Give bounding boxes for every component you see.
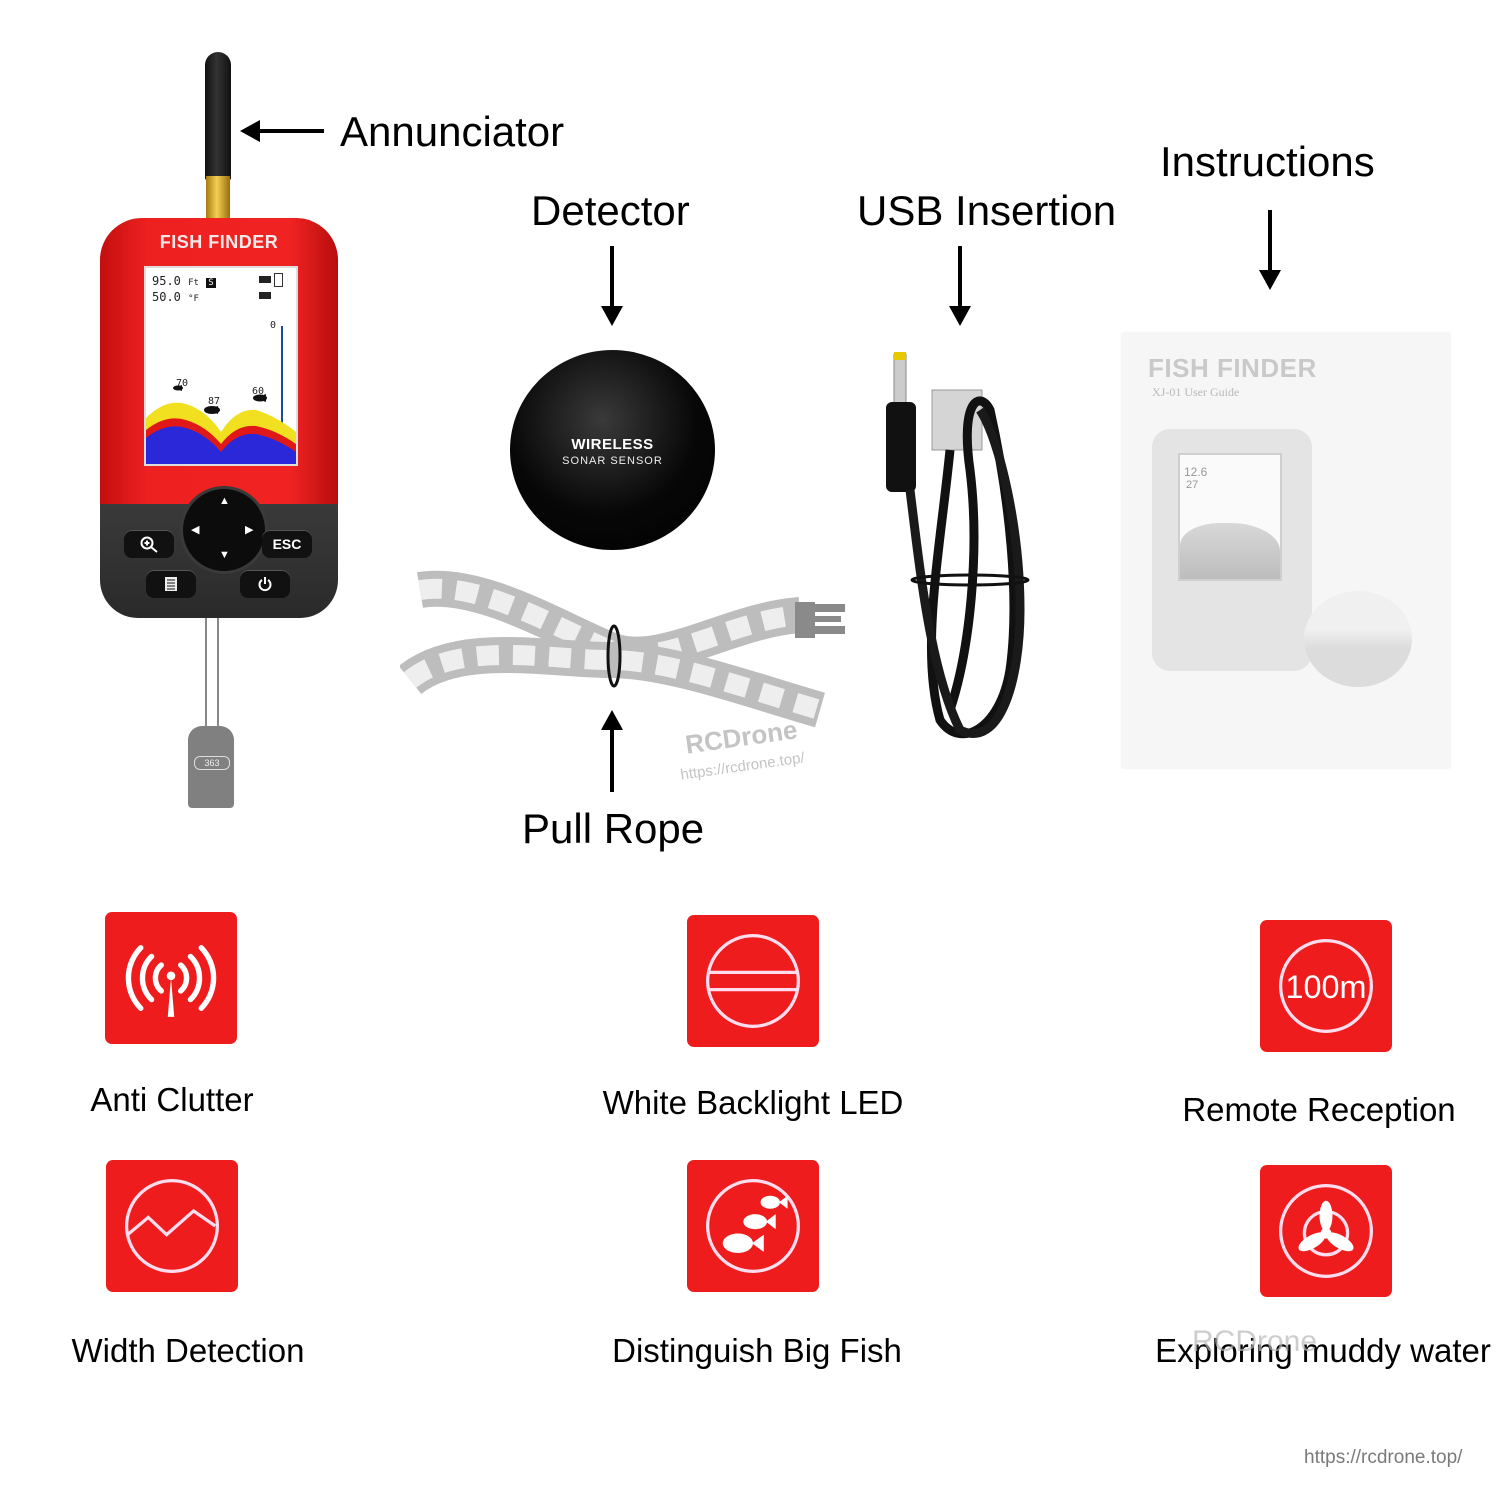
feature-tile-anti-clutter <box>105 912 237 1044</box>
range-text: 100m <box>1285 969 1366 1005</box>
depth-unit: Ft <box>188 278 199 288</box>
usb-insertion-label: USB Insertion <box>857 187 1117 234</box>
tag-logo: 363 <box>194 756 230 770</box>
antenna <box>205 52 231 180</box>
device-screen: 95.0 Ft S 50.0 °F 0 70 87 60 <box>144 266 298 466</box>
user-manual: FISH FINDER XJ-01 User Guide 12.6 27 <box>1122 333 1450 768</box>
watermark-brand-bottom: RCDrone <box>1192 1325 1318 1358</box>
terrain-icon <box>125 1179 219 1273</box>
depth-scale <box>281 326 283 462</box>
depth-scale-top: 0 <box>270 320 277 331</box>
manual-sensor-image <box>1304 591 1412 687</box>
manual-subtitle: XJ-01 User Guide <box>1152 385 1240 399</box>
menu-button[interactable] <box>146 570 196 598</box>
pull-rope-label: Pull Rope <box>522 805 705 852</box>
lanyard-cord <box>205 618 219 728</box>
antenna-connector <box>206 176 230 218</box>
feature-tile-width-detection <box>106 1160 238 1292</box>
sensor-text-sonar: SONAR SENSOR <box>562 455 663 467</box>
instructions-arrow <box>1259 210 1281 290</box>
device-title: FISH FINDER <box>159 232 279 252</box>
lanyard-tag: 363 <box>188 726 234 808</box>
range-100m-icon: 100m <box>1279 939 1373 1033</box>
signal-icon <box>274 273 283 287</box>
fish-finder-device: FISH FINDER 95.0 Ft S 50.0 °F 0 70 87 60 <box>100 218 338 618</box>
feature-label-muddy-water: Exploring muddy water <box>1155 1332 1491 1369</box>
fish-school-icon <box>706 1179 800 1273</box>
fish-depth-3: 60 <box>252 386 265 397</box>
feature-tile-remote-reception: 100m <box>1260 920 1392 1052</box>
signal-antenna-icon <box>125 945 217 1017</box>
footer-url: https://rcdrone.top/ <box>1304 1447 1463 1468</box>
arrow-right-icon[interactable]: ▶ <box>245 524 254 536</box>
usb-cable <box>886 352 1030 739</box>
device-body: FISH FINDER 95.0 Ft S 50.0 °F 0 70 87 60 <box>100 218 338 518</box>
propeller-icon <box>1279 1184 1373 1278</box>
manual-screen-temp: 27 <box>1186 479 1199 491</box>
sonar-image <box>146 385 296 464</box>
wireless-sonar-sensor: WIRELESS SONAR SENSOR <box>510 350 715 550</box>
temperature-reading: 50.0 <box>152 290 181 304</box>
feature-tile-backlight <box>687 915 819 1047</box>
feature-label-backlight: White Backlight LED <box>602 1084 904 1121</box>
menu-icon <box>165 577 177 591</box>
annunciator-arrow <box>240 120 324 142</box>
zoom-button[interactable] <box>124 530 174 558</box>
esc-button[interactable]: ESC <box>262 530 312 558</box>
manual-screen-depth: 12.6 <box>1184 465 1208 479</box>
manual-device-image: 12.6 27 <box>1152 429 1312 671</box>
sensor-battery-icon <box>259 292 271 299</box>
detector-label: Detector <box>531 187 690 234</box>
detector-arrow <box>601 246 623 326</box>
power-icon <box>258 577 272 592</box>
feature-label-remote-reception: Remote Reception <box>1182 1091 1456 1128</box>
fish-depth-1: 70 <box>176 378 189 389</box>
feature-label-big-fish: Distinguish Big Fish <box>612 1332 902 1369</box>
pull-rope-arrow <box>601 710 623 792</box>
arrow-up-icon[interactable]: ▲ <box>219 495 230 507</box>
depth-reading: 95.0 <box>152 274 181 288</box>
pull-rope <box>400 570 845 728</box>
arrow-left-icon[interactable]: ◀ <box>191 524 200 536</box>
usb-arrow <box>949 246 971 326</box>
mode-badge: S <box>206 278 216 288</box>
temperature-unit: °F <box>188 294 199 304</box>
direction-pad[interactable]: ▲ ▼ ◀ ▶ <box>180 486 268 574</box>
feature-label-width-detection: Width Detection <box>71 1332 305 1369</box>
arrow-down-icon[interactable]: ▼ <box>219 549 230 561</box>
power-button[interactable] <box>240 570 290 598</box>
feature-tile-muddy-water <box>1260 1165 1392 1297</box>
backlight-icon <box>706 934 800 1028</box>
manual-title: FISH FINDER <box>1148 353 1317 383</box>
manual-sonar-image <box>1180 523 1280 579</box>
annunciator-label: Annunciator <box>340 108 565 155</box>
manual-device-screen: 12.6 27 <box>1178 453 1282 581</box>
instructions-label: Instructions <box>1160 138 1375 185</box>
fish-depth-2: 87 <box>208 396 221 407</box>
zoom-in-icon <box>140 536 158 553</box>
battery-icon <box>259 276 271 283</box>
sensor-text-wireless: WIRELESS <box>571 436 654 453</box>
feature-tile-big-fish <box>687 1160 819 1292</box>
feature-label-anti-clutter: Anti Clutter <box>90 1081 254 1118</box>
